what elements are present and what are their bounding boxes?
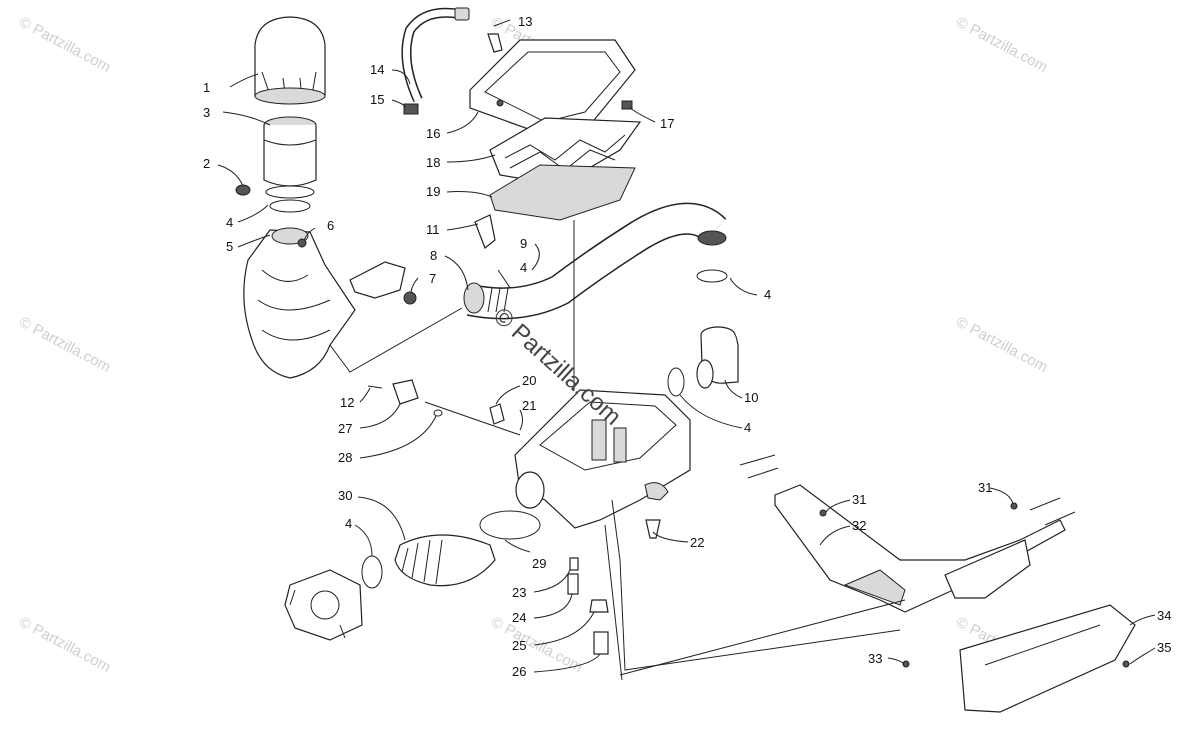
temperature-sensor: [392, 379, 419, 405]
callout-19: 19: [426, 184, 440, 199]
watermark: © Partzilla.com: [953, 314, 1050, 376]
callout-23: 23: [512, 585, 526, 600]
callout-12: 12: [340, 395, 354, 410]
bracket-bolt: [1010, 502, 1018, 510]
center-watermark: © Partzilla.com: [488, 302, 626, 430]
callout-26: 26: [512, 664, 526, 679]
intake-duct: [463, 202, 727, 320]
callout-3: 3: [203, 105, 210, 120]
callout-13: 13: [518, 14, 532, 29]
watermark: © Partzilla.com: [16, 314, 113, 376]
callout-4: 4: [744, 420, 751, 435]
callout-34: 34: [1157, 608, 1171, 623]
retaining-clip: [474, 214, 496, 249]
callout-6: 6: [327, 218, 334, 233]
clamp: [265, 185, 315, 213]
throttle-clamp: [361, 555, 383, 589]
callout-labels: 1 2 3 4 5 6 7 8 9 4 4 10 4 11 12 13 14 1…: [203, 14, 1171, 679]
callout-4: 4: [520, 260, 527, 275]
callout-20: 20: [522, 373, 536, 388]
airbox-clip: [489, 403, 505, 425]
callout-27: 27: [338, 421, 352, 436]
callout-29: 29: [532, 556, 546, 571]
duct-elbow: [696, 326, 739, 389]
sensor-screw: [367, 385, 383, 389]
screw: [297, 238, 307, 248]
elbow-fitting: [487, 33, 503, 53]
callout-16: 16: [426, 126, 440, 141]
callout-28: 28: [338, 450, 352, 465]
callout-7: 7: [429, 271, 436, 286]
bracket-bolt: [902, 660, 910, 668]
callout-33: 33: [868, 651, 882, 666]
callout-4: 4: [345, 516, 352, 531]
callout-4: 4: [226, 215, 233, 230]
callout-18: 18: [426, 155, 440, 170]
callout-10: 10: [744, 390, 758, 405]
duct-clamp: [696, 269, 728, 283]
bracket-bolt: [819, 509, 827, 517]
leader-lines: [217, 19, 1156, 681]
callout-15: 15: [370, 92, 384, 107]
throttle-body-boot: [394, 534, 496, 587]
callout-35: 35: [1157, 640, 1171, 655]
callout-2: 2: [203, 156, 210, 171]
air-filter-element: [263, 116, 317, 187]
shield-nut: [1122, 660, 1130, 668]
drain-tube: [567, 573, 579, 595]
breather-hose: [401, 7, 470, 103]
watermark: © Partzilla.com: [16, 14, 113, 76]
callout-11: 11: [426, 222, 440, 237]
elbow-clamp: [667, 367, 685, 397]
drain-clamp: [589, 599, 609, 613]
callout-1: 1: [203, 80, 210, 95]
airbox-housing: [514, 389, 691, 529]
callout-8: 8: [430, 248, 437, 263]
watermark: © Partzilla.com: [16, 614, 113, 676]
support-bracket: [739, 454, 1076, 613]
callout-14: 14: [370, 62, 384, 77]
callout-31: 31: [978, 480, 992, 495]
callout-24: 24: [512, 610, 526, 625]
intake-housing: [243, 227, 356, 379]
callout-25: 25: [512, 638, 526, 653]
callout-5: 5: [226, 239, 233, 254]
callout-32: 32: [852, 518, 866, 533]
boot-clamp: [479, 510, 541, 540]
callout-4: 4: [764, 287, 771, 302]
lid-fastener: [621, 100, 633, 110]
callout-22: 22: [690, 535, 704, 550]
callout-9: 9: [520, 236, 527, 251]
drain-cap: [593, 631, 609, 655]
part-drawings: [235, 7, 1136, 713]
grommet: [235, 184, 251, 196]
callout-17: 17: [660, 116, 674, 131]
prefilter-cover: [254, 16, 326, 105]
nut: [403, 291, 417, 305]
watermark: © Partzilla.com: [953, 14, 1050, 76]
mounting-bracket: [349, 261, 406, 299]
callout-30: 30: [338, 488, 352, 503]
drain-fitting: [569, 557, 579, 571]
sensor-seal: [433, 409, 443, 417]
throttle-body: [284, 569, 363, 641]
callout-31: 31: [852, 492, 866, 507]
callout-21: 21: [522, 398, 536, 413]
hose-clip: [403, 103, 419, 115]
heat-shield: [959, 604, 1136, 713]
filter-pad: [489, 164, 636, 221]
drain-plug: [645, 519, 661, 539]
